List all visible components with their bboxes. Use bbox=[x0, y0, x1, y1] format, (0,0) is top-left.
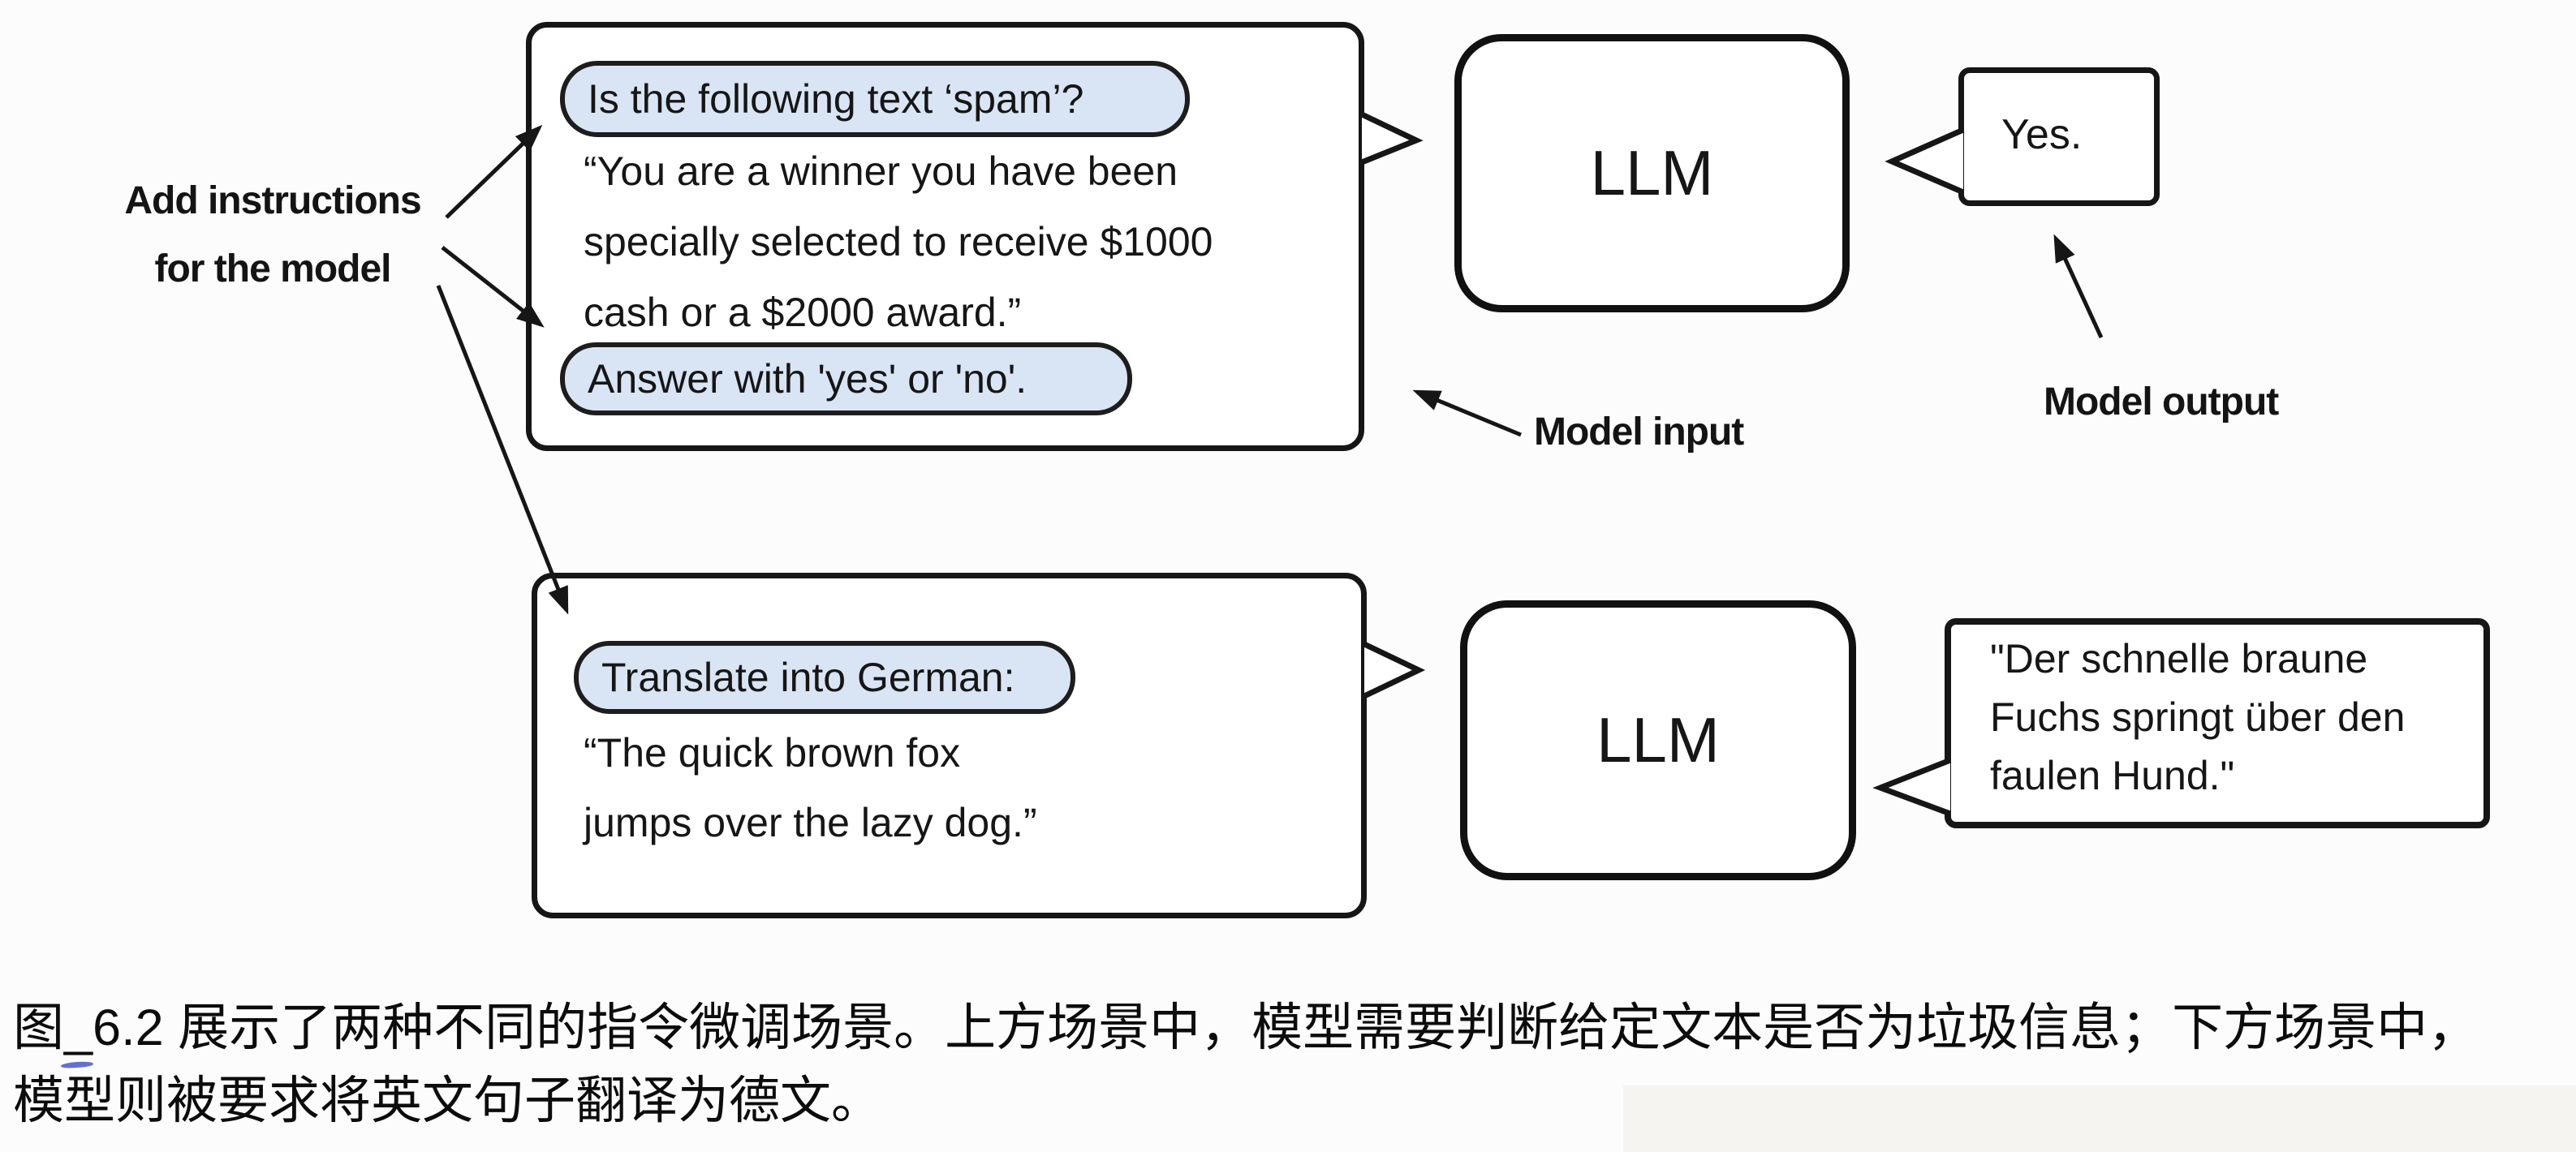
model-output-text-line: Fuchs springt über den bbox=[1990, 694, 2406, 740]
caption-underscore-mark: _ bbox=[64, 991, 93, 1064]
model-output-bubble-top: Yes. bbox=[1958, 67, 2160, 206]
instruction-pill-spam: Is the following text ‘spam’? bbox=[560, 61, 1190, 137]
model-input-box-spam: Is the following text ‘spam’? “You are a… bbox=[526, 22, 1364, 451]
arrow-to-pill-answer bbox=[441, 246, 545, 328]
instruction-pill-translate: Translate into German: bbox=[574, 641, 1075, 714]
model-output-text-top: Yes. bbox=[2001, 110, 2083, 158]
input-text-line: jumps over the lazy dog.” bbox=[584, 800, 1037, 845]
output-bubble-tail-top bbox=[1885, 127, 1965, 196]
page-edge-shading bbox=[1623, 1085, 2576, 1152]
figure-caption: 图_6.2 展示了两种不同的指令微调场景。上方场景中，模型需要判断给定文本是否为… bbox=[13, 991, 2479, 1137]
output-bubble-tail-bottom bbox=[1872, 757, 1952, 817]
caption-line-1-text: 6.2 展示了两种不同的指令微调场景。上方场景中，模型需要判断给定文本是否为垃圾… bbox=[93, 999, 2479, 1056]
add-instructions-label: Add instructions for the model bbox=[96, 167, 450, 303]
input-box-tail-top bbox=[1360, 111, 1424, 165]
input-text-line: “The quick brown fox bbox=[584, 730, 961, 776]
input-text-line: specially selected to receive $1000 bbox=[584, 219, 1213, 264]
llm-label: LLM bbox=[1590, 137, 1714, 208]
model-output-bubble-bottom: "Der schnelle braune Fuchs springt über … bbox=[1945, 618, 2490, 828]
arrow-to-pill-spam bbox=[445, 124, 543, 219]
llm-label: LLM bbox=[1596, 704, 1720, 776]
input-text-line: “You are a winner you have been bbox=[584, 148, 1178, 194]
model-output-text-line: faulen Hund." bbox=[1990, 753, 2235, 798]
arrow-model-input bbox=[1412, 389, 1522, 437]
input-body-text-translate: “The quick brown fox jumps over the lazy… bbox=[584, 718, 1037, 858]
model-input-label: Model input bbox=[1534, 411, 1744, 453]
model-output-text-line: "Der schnelle braune bbox=[1990, 636, 2368, 681]
input-body-text-spam: “You are a winner you have been speciall… bbox=[584, 136, 1213, 348]
llm-box-bottom: LLM bbox=[1460, 600, 1856, 880]
caption-line-2: 模型则被要求将英文句子翻译为德文。 bbox=[13, 1072, 882, 1129]
add-instructions-line1: Add instructions bbox=[124, 179, 421, 222]
arrow-model-output bbox=[2053, 234, 2104, 339]
arrow-to-pill-translate bbox=[436, 285, 569, 615]
instruction-pill-answer: Answer with 'yes' or 'no'. bbox=[560, 342, 1132, 415]
input-box-tail-bottom bbox=[1363, 641, 1426, 699]
caption-line-1: 图_6.2 展示了两种不同的指令微调场景。上方场景中，模型需要判断给定文本是否为… bbox=[13, 991, 2479, 1064]
input-text-line: cash or a $2000 award.” bbox=[584, 290, 1022, 335]
model-output-label: Model output bbox=[2044, 380, 2279, 423]
caption-figure-char: 图 bbox=[13, 999, 64, 1056]
add-instructions-line2: for the model bbox=[154, 247, 391, 290]
model-input-box-translate: Translate into German: “The quick brown … bbox=[532, 573, 1367, 918]
llm-box-top: LLM bbox=[1454, 34, 1850, 312]
